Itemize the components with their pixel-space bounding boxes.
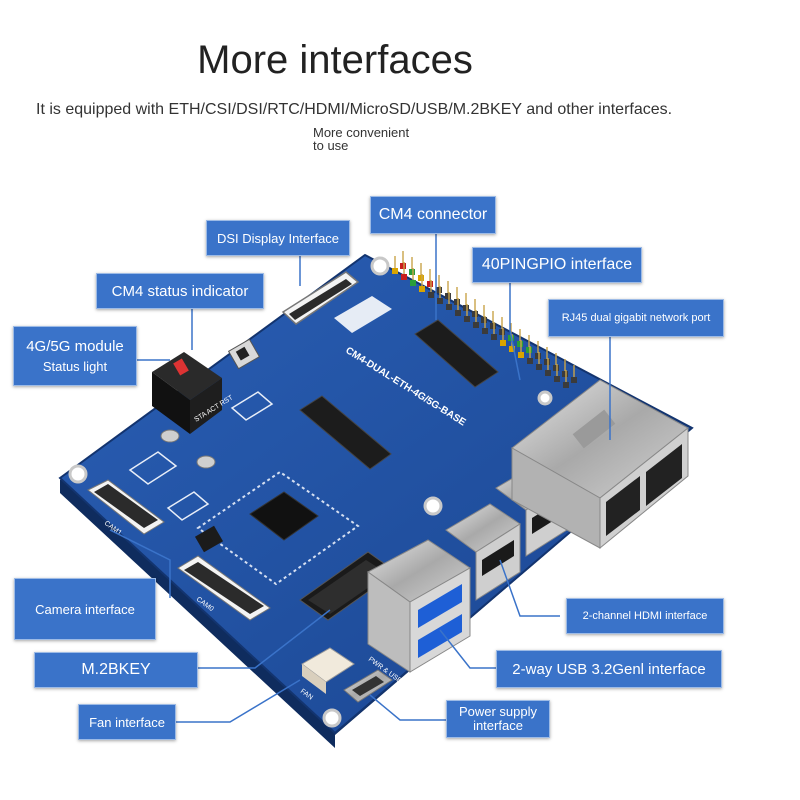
mounting-holes — [68, 256, 553, 728]
gpio-pin — [481, 317, 487, 323]
gpio-pin — [437, 298, 443, 304]
gpio-pin — [427, 281, 433, 287]
gpio-pin — [464, 316, 470, 322]
fan-connector — [301, 647, 355, 694]
usb-ports — [367, 539, 471, 673]
gpio-pin — [535, 353, 541, 359]
gpio-pin — [563, 382, 569, 388]
gpio-pin — [554, 376, 560, 382]
main-chip — [196, 470, 360, 586]
gpio-pin — [419, 286, 425, 292]
gpio-pin — [418, 275, 424, 281]
subtitle-secondary-line1: More convenient — [313, 125, 410, 140]
usb-c-port — [343, 669, 393, 703]
status-light-block — [152, 352, 222, 434]
gpio-pin — [473, 322, 479, 328]
leader-lines — [109, 232, 611, 723]
gpio-header — [392, 251, 577, 388]
camera-connectors — [87, 479, 271, 621]
page-subtitle-secondary: More convenient to use — [313, 126, 453, 152]
gpio-pin — [490, 323, 496, 329]
callout-m2bkey: M.2BKEY — [34, 652, 198, 688]
gpio-pin — [544, 359, 550, 365]
standoffs — [160, 429, 216, 469]
gpio-pin — [527, 358, 533, 364]
callout-dsi-display-interface: DSI Display Interface — [206, 220, 350, 256]
callout-fan-interface: Fan interface — [78, 704, 176, 740]
callout-4g5g-line2: Status light — [42, 359, 108, 374]
gpio-pin — [491, 334, 497, 340]
callout-cm4-status-indicator: CM4 status indicator — [96, 273, 264, 309]
pcb-board — [58, 253, 694, 735]
callout-power-supply: Power supply interface — [446, 700, 550, 738]
gpio-pin — [509, 346, 515, 352]
gpio-pin — [536, 364, 542, 370]
callout-usb: 2-way USB 3.2Genl interface — [496, 650, 722, 688]
callout-hdmi: 2-channel HDMI interface — [566, 598, 724, 634]
gpio-pin — [517, 341, 523, 347]
callout-cm4-connector: CM4 connector — [370, 196, 496, 234]
callout-4g5g-line1: 4G/5G module — [26, 338, 124, 355]
gpio-pin — [482, 328, 488, 334]
gpio-pin — [463, 305, 469, 311]
gpio-pin — [472, 311, 478, 317]
rj45-ports — [511, 379, 689, 550]
gpio-pin — [562, 371, 568, 377]
gpio-pin — [409, 269, 415, 275]
gpio-pin — [436, 287, 442, 293]
gpio-pin — [553, 365, 559, 371]
gpio-pin — [410, 280, 416, 286]
gpio-pin — [518, 352, 524, 358]
gpio-pin — [500, 340, 506, 346]
dsi-connector — [281, 271, 360, 325]
gpio-pin — [454, 299, 460, 305]
gpio-pin — [499, 329, 505, 335]
gpio-pin — [401, 274, 407, 280]
subtitle-secondary-line2: to use — [313, 138, 349, 153]
page-title: More interfaces — [197, 38, 473, 82]
gpio-pin — [526, 347, 532, 353]
gpio-pin — [455, 310, 461, 316]
callout-40pin-gpio: 40PINGPIO interface — [472, 247, 642, 283]
gpio-pin — [545, 370, 551, 376]
callout-camera-interface: Camera interface — [14, 578, 156, 640]
callout-power-line1: Power supply — [458, 704, 538, 719]
callout-4g5g-module: 4G/5G module Status light — [13, 326, 137, 386]
cm4-connectors — [299, 319, 499, 470]
callout-power-line2: interface — [473, 718, 523, 733]
gpio-pin — [571, 377, 577, 383]
callout-rj45: RJ45 dual gigabit network port — [548, 299, 724, 337]
inductor — [194, 525, 224, 553]
gpio-pin — [446, 304, 452, 310]
label-pad — [334, 296, 392, 333]
switch — [227, 338, 261, 370]
gpio-pin — [445, 293, 451, 299]
gpio-pin — [392, 268, 398, 274]
gpio-pin — [428, 292, 434, 298]
smd-pads — [128, 391, 274, 521]
gpio-pin — [400, 263, 406, 269]
page-subtitle: It is equipped with ETH/CSI/DSI/RTC/HDMI… — [36, 101, 673, 118]
